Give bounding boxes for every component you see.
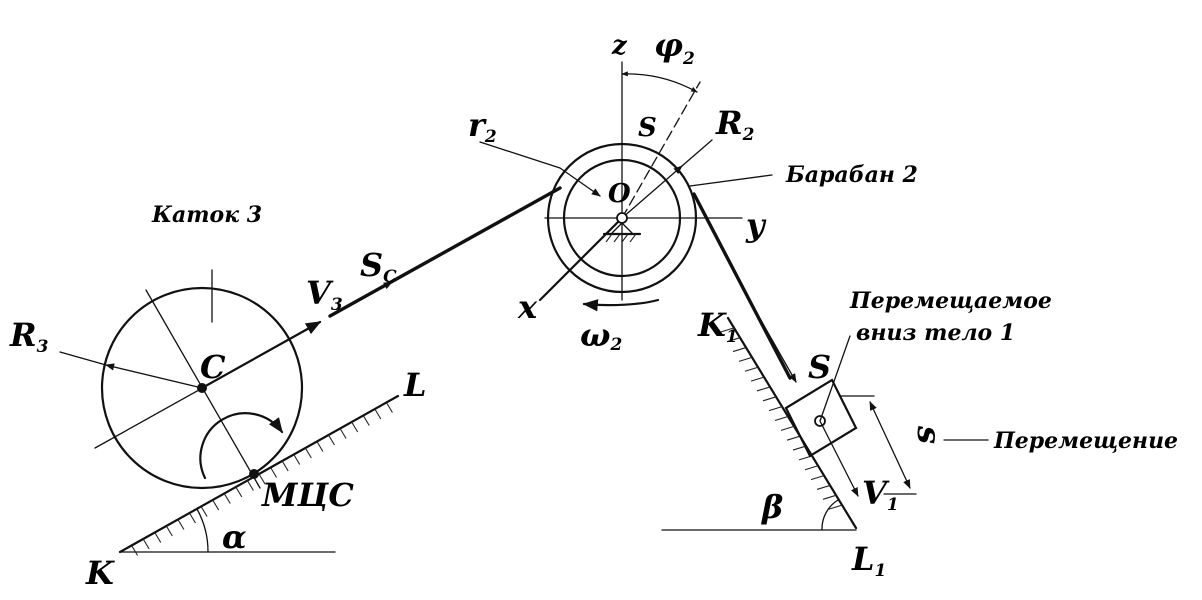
radius-R3-label: R3 (9, 316, 49, 357)
incline-k1l1-hatching (720, 327, 843, 510)
axis-y-label: y (745, 206, 767, 244)
force-s-drum-label: S (638, 113, 657, 143)
roller-3 (59, 269, 322, 490)
displacement-s-label: s (910, 425, 948, 444)
point-k-label: K (85, 554, 115, 592)
displacement-dimension (869, 401, 911, 489)
roller-center-c-label: C (200, 348, 226, 386)
radius-r2-label: r2 (468, 106, 497, 147)
angle-beta-label: β (761, 488, 783, 526)
cable-roller-drum (328, 186, 562, 318)
body-name-line1: Перемещаемое (849, 288, 1052, 314)
angle-alpha-arc (196, 508, 209, 553)
incline-kl (118, 394, 400, 556)
drum-center-o-label: O (608, 179, 631, 209)
angle-beta-arc (821, 499, 839, 531)
axis-x-label: x (517, 288, 538, 326)
incline-kl-hatching (131, 402, 393, 556)
roller-rotation-arrow (199, 412, 284, 480)
force-s-body-label: S (808, 348, 831, 386)
omega-rotation-arrow (582, 298, 660, 312)
roller-name-label: Каток 3 (151, 202, 262, 228)
omega-label: ω2 (580, 316, 622, 355)
body-name-line2: вниз тело 1 (856, 320, 1015, 346)
drum-name-label: Барабан 2 (785, 162, 918, 188)
body-1 (784, 335, 989, 497)
instant-center-point (249, 469, 259, 479)
angle-phi-label: φ2 (654, 26, 695, 69)
force-sc-label: SC (360, 246, 397, 287)
v1-velocity-arrow (819, 420, 859, 497)
displacement-label: Перемещение (993, 428, 1178, 454)
axis-z-label: z (611, 31, 628, 61)
velocity-v3-label: V3 (306, 274, 343, 315)
instant-center-label: МЦС (261, 476, 354, 514)
velocity-v1-label: V1 (862, 474, 899, 515)
drum-2 (479, 61, 773, 312)
point-l1-label: L1 (851, 540, 886, 581)
incline-k1l1 (661, 316, 858, 531)
radius-R2-label: R2 (715, 104, 755, 145)
angle-alpha-label: α (222, 518, 247, 556)
point-k1-label: K1 (697, 306, 738, 347)
v3-velocity-arrow (200, 320, 322, 390)
point-l-label: L (403, 366, 427, 404)
cable-drum-body (692, 192, 797, 383)
